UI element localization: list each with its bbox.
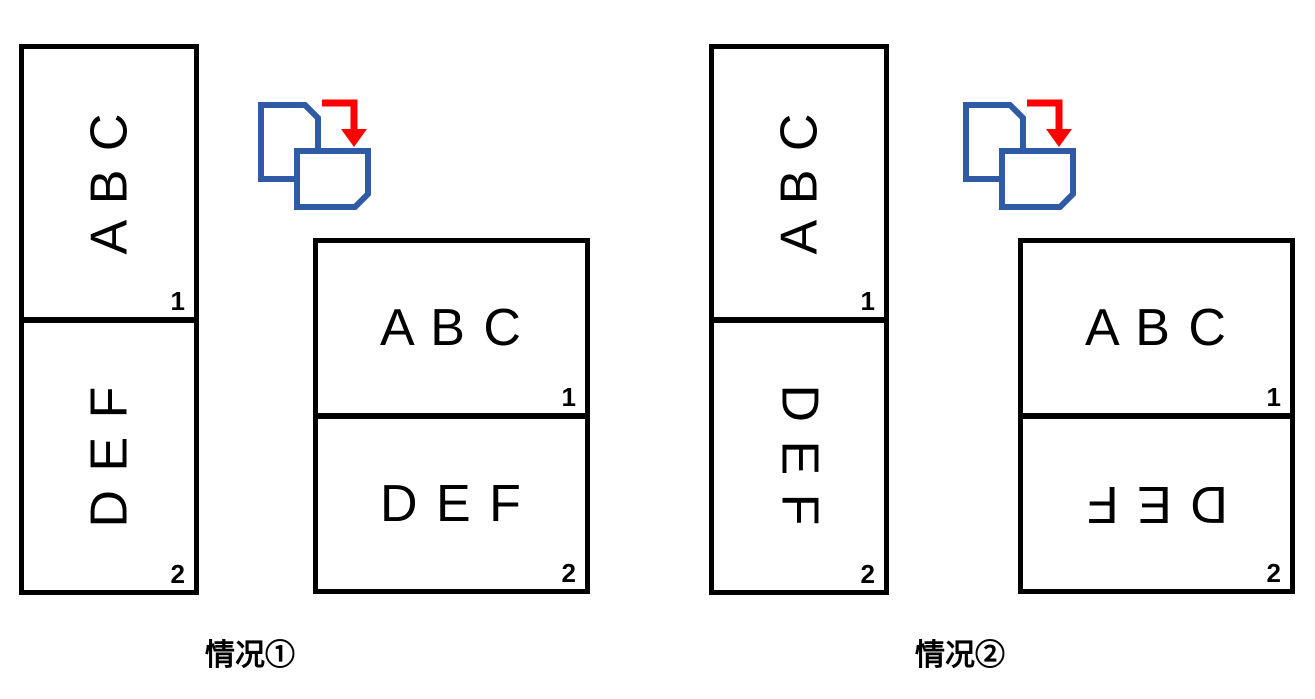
scenario2-result-sheet: A B C 1 D E F 2 <box>1018 238 1295 594</box>
scenario2-source-sheet: A B C 1 D E F 2 <box>709 44 889 595</box>
page-number: 1 <box>1266 382 1281 412</box>
page-text: D E F <box>1085 475 1228 533</box>
page-text: A B C <box>380 299 523 357</box>
turn-arrow-line <box>1027 99 1063 131</box>
copy-flip-arrow-icon <box>963 99 1076 210</box>
page-text: A B C <box>769 111 828 255</box>
page-text: A B C <box>1085 299 1228 357</box>
turn-arrow-head <box>1046 129 1072 147</box>
scenario1-source-page-2: D E F 2 <box>24 316 194 591</box>
scenario2-source-page-1: A B C 1 <box>714 49 884 317</box>
turn-arrow-head <box>341 129 367 147</box>
page-text: D E F <box>770 384 828 528</box>
page-number: 2 <box>170 559 185 589</box>
scenario2-result-page-2: D E F 2 <box>1023 413 1290 589</box>
page-number: 2 <box>1266 558 1281 588</box>
page-number: 1 <box>561 382 576 412</box>
scenario2-caption: 情况② <box>915 639 1005 672</box>
scenario1-source-page-1: A B C 1 <box>24 49 194 317</box>
scenario1-result-page-1: A B C 1 <box>318 243 585 413</box>
page-number: 1 <box>170 285 185 316</box>
scenario2-result-page-1: A B C 1 <box>1023 243 1290 413</box>
page-text: A B C <box>79 111 138 255</box>
page-number: 2 <box>561 558 576 588</box>
scenario1-caption: 情况① <box>205 639 295 672</box>
scenario2-source-page-2: D E F 2 <box>714 316 884 591</box>
page-number: 2 <box>860 559 875 589</box>
turn-arrow-line <box>322 99 358 131</box>
copy-flip-arrow-icon <box>258 99 371 210</box>
scenario1-result-page-2: D E F 2 <box>318 413 585 589</box>
page-number: 1 <box>860 285 875 316</box>
front-page-shape <box>999 148 1076 210</box>
page-text: D E F <box>380 475 523 533</box>
page-text: D E F <box>80 384 138 528</box>
front-page-shape <box>294 148 371 210</box>
scenario1-result-sheet: A B C 1 D E F 2 <box>313 238 590 594</box>
scenario1-source-sheet: A B C 1 D E F 2 <box>19 44 199 595</box>
